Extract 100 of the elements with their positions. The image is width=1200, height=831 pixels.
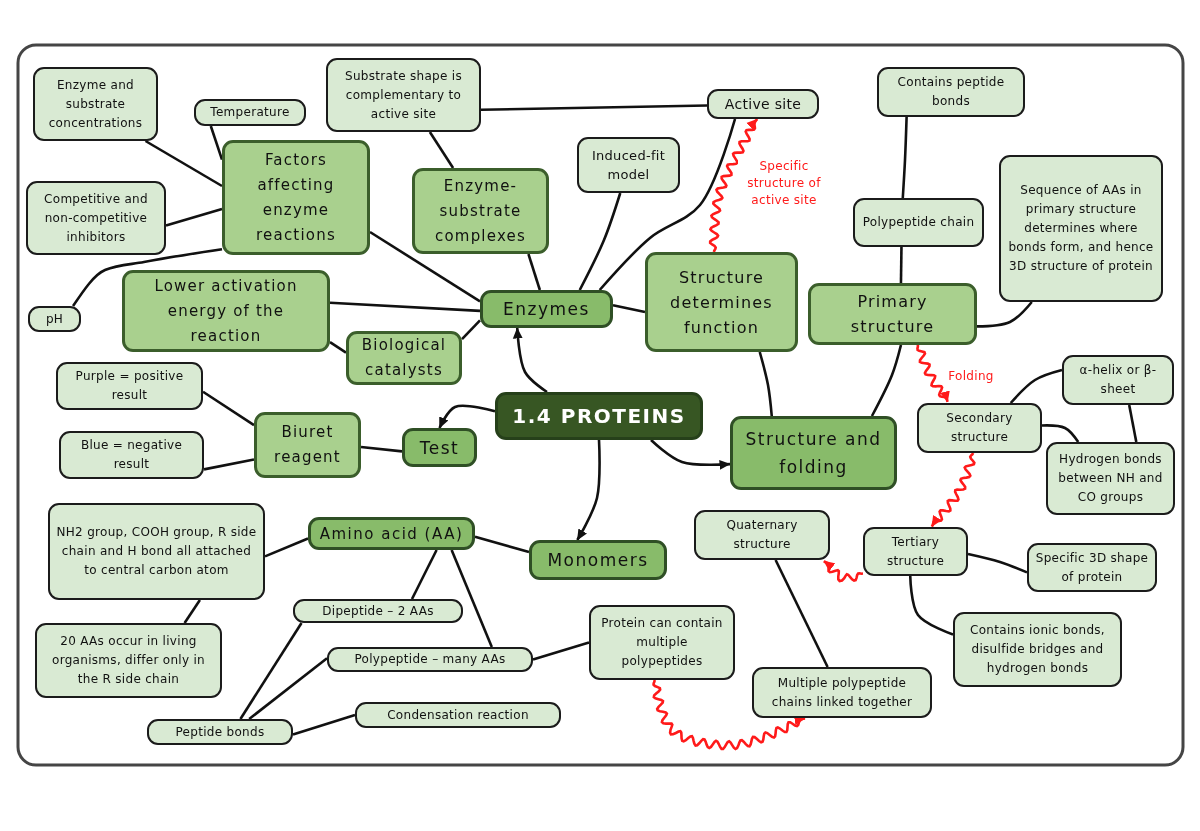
connector-line bbox=[144, 139, 223, 188]
connector-line bbox=[461, 319, 481, 340]
note-text: Polypeptide chain bbox=[862, 214, 975, 231]
topic-label: Test bbox=[419, 436, 460, 460]
note-box bbox=[589, 605, 735, 680]
note-text: Substrate shape is complementary to active site bbox=[344, 67, 463, 123]
note-text: Multiple polypeptide chains linked together bbox=[770, 674, 914, 711]
note-text: Competitive and non-competitive inhibitors bbox=[43, 190, 149, 246]
note-text: Polypeptide – many AAs bbox=[354, 651, 506, 668]
note-box bbox=[194, 99, 306, 126]
note-text: Temperature bbox=[210, 104, 290, 121]
connector-line bbox=[578, 192, 622, 291]
connector-line bbox=[598, 118, 737, 291]
note-text: NH2 group, COOH group, R side chain and H bond all attached to central carbon atom bbox=[55, 524, 258, 579]
connector-line bbox=[901, 116, 908, 199]
note-box bbox=[327, 647, 533, 672]
note-box bbox=[1062, 355, 1174, 405]
note-box bbox=[35, 623, 222, 698]
connector-line bbox=[369, 230, 481, 303]
note-box bbox=[877, 67, 1025, 117]
note-box bbox=[48, 503, 265, 600]
connector-line bbox=[774, 559, 829, 668]
connector-line bbox=[612, 303, 646, 314]
connector-line bbox=[183, 599, 201, 624]
note-box bbox=[293, 599, 463, 623]
note-text: Enzyme and substrate concentrations bbox=[47, 76, 144, 132]
note-text: Dipeptide – 2 AAs bbox=[322, 602, 434, 620]
connector-line bbox=[360, 445, 403, 453]
note-box bbox=[1046, 442, 1175, 515]
note-text: Secondary structure bbox=[945, 410, 1014, 446]
connector-line bbox=[532, 641, 590, 661]
note-box bbox=[59, 431, 204, 479]
note-text: Blue = negative result bbox=[79, 437, 184, 473]
connector-line bbox=[329, 301, 481, 313]
connector-line bbox=[480, 104, 708, 112]
note-box bbox=[707, 89, 819, 119]
connector-line bbox=[1042, 424, 1080, 443]
note-text: 20 AAs occur in living organisms, differ only in the R side chain bbox=[51, 633, 206, 688]
topic-label: Monomers bbox=[547, 549, 649, 572]
topic-label: Enzymes bbox=[503, 298, 590, 321]
topic-box bbox=[308, 517, 475, 550]
connector-line bbox=[209, 125, 224, 160]
connector-line bbox=[264, 537, 309, 558]
connector-line bbox=[329, 341, 347, 354]
wavy-arrow bbox=[916, 344, 950, 403]
topic-box bbox=[402, 428, 477, 467]
subtopic-label: Biological catalysts bbox=[360, 335, 448, 381]
note-text: Sequence of AAs in primary structure determines where bonds form, and hence 3D structure of protein bbox=[1007, 182, 1155, 275]
wavy-arrow bbox=[930, 452, 976, 527]
wavy-arrow bbox=[652, 679, 806, 751]
subtopic-label: Biuret reagent bbox=[273, 422, 342, 468]
connector-line bbox=[410, 549, 438, 600]
subtopic-label: Structure determines function bbox=[669, 266, 774, 339]
connector-line bbox=[71, 247, 223, 307]
note-box bbox=[694, 510, 830, 560]
note-box bbox=[33, 67, 158, 141]
note-box bbox=[26, 181, 166, 255]
note-text: Hydrogen bonds between NH and CO groups bbox=[1057, 451, 1164, 506]
connector-line bbox=[908, 575, 954, 636]
subtopic-box bbox=[412, 168, 549, 254]
topic-box bbox=[480, 290, 613, 328]
subtopic-box bbox=[122, 270, 330, 352]
arrow bbox=[512, 327, 548, 394]
arrow bbox=[438, 404, 496, 429]
note-box bbox=[863, 527, 968, 576]
note-box bbox=[999, 155, 1163, 302]
note-box bbox=[28, 306, 81, 332]
note-text: Specific 3D shape of protein bbox=[1034, 549, 1150, 586]
subtopic-label: Primary structure bbox=[849, 291, 936, 338]
note-box bbox=[147, 719, 293, 745]
note-text: Contains ionic bonds, disulfide bridges and hydrogen bonds bbox=[969, 622, 1106, 677]
subtopic-box bbox=[808, 283, 977, 345]
connector-line bbox=[967, 552, 1028, 574]
connector-line bbox=[450, 549, 493, 648]
subtopic-box bbox=[645, 252, 798, 352]
connector-line bbox=[1009, 368, 1063, 404]
note-box bbox=[326, 58, 481, 132]
note-box bbox=[917, 403, 1042, 453]
connector-line bbox=[976, 301, 1033, 328]
connector-line bbox=[202, 390, 255, 427]
connector-line bbox=[165, 207, 223, 227]
connector-line bbox=[870, 344, 903, 417]
topic-box bbox=[529, 540, 667, 580]
subtopic-box bbox=[346, 331, 462, 385]
connector-line bbox=[248, 657, 328, 721]
note-text: Quaternary structure bbox=[725, 517, 799, 553]
connector-line bbox=[474, 535, 530, 554]
note-text: α-helix or β-sheet bbox=[1078, 362, 1158, 398]
note-box bbox=[56, 362, 203, 410]
subtopic-label: Enzyme-substrate complexes bbox=[434, 175, 527, 247]
central-topic-label: 1.4 PROTEINS bbox=[512, 404, 686, 428]
wavy-arrow bbox=[708, 118, 759, 253]
arrow bbox=[576, 439, 601, 541]
connector-line bbox=[899, 247, 903, 283]
connector-line bbox=[239, 622, 303, 720]
note-text: Purple = positive result bbox=[74, 368, 185, 404]
subtopic-label: Lower activation energy of the reaction bbox=[153, 275, 299, 347]
note-box bbox=[853, 198, 984, 247]
connector-line bbox=[428, 131, 455, 169]
wavy-arrow bbox=[823, 559, 864, 583]
